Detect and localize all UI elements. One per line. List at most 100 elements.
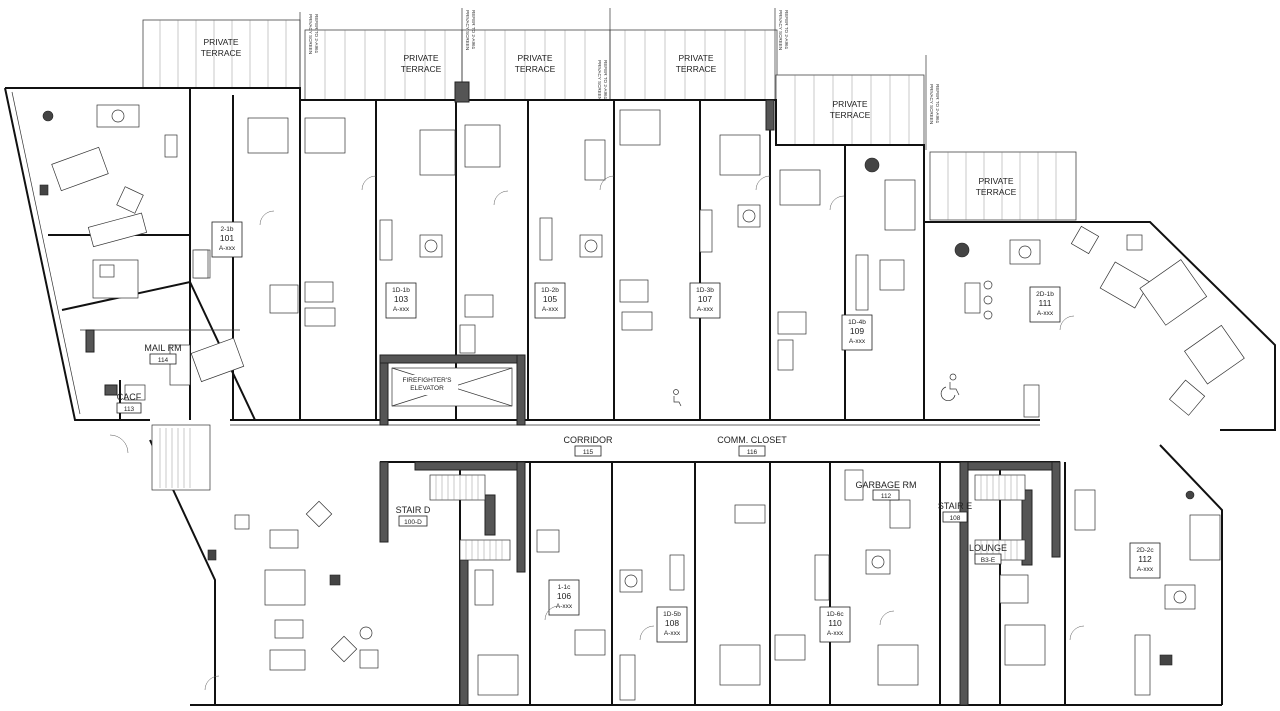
unit-tag-107: 1D-3b 107 A-xxx xyxy=(689,282,721,319)
terrace-label-5b: TERRACE xyxy=(830,110,871,120)
room-number: 112 xyxy=(881,493,892,500)
unit-tag-101: 2-1b 101 A-xxx xyxy=(211,221,243,258)
building-walls xyxy=(4,87,1276,706)
privacy-screen-5a: PRIVACY SCREEN xyxy=(929,84,934,124)
room-number: 114 xyxy=(158,357,169,364)
room-name: GARBAGE RM xyxy=(855,480,916,490)
unit-number: 110 xyxy=(828,618,842,628)
unit-tag-111: 2D-1b 111 A-xxx xyxy=(1029,286,1061,323)
unit-tag-103: 1D-1b 103 A-xxx xyxy=(385,282,417,319)
privacy-screen-4b: REFER TO 2-A961 xyxy=(784,10,789,50)
terrace-1: PRIVATE TERRACE xyxy=(142,19,301,89)
room-tag-comm: COMM. CLOSET 116 xyxy=(717,435,787,457)
unit-tags: 2-1b 101 A-xxx 1D-1b 103 A-xxx 1D-2b 105… xyxy=(211,221,1161,643)
unit-tag-106: 1-1c 106 A-xxx xyxy=(548,579,580,616)
room-number: 113 xyxy=(124,406,135,413)
unit-ref: A-xxx xyxy=(697,306,714,313)
accessible-icon xyxy=(673,373,960,407)
elevator-label-2: ELEVATOR xyxy=(410,385,444,392)
unit-type: 2-1b xyxy=(220,226,233,233)
unit-ref: A-xxx xyxy=(1137,566,1154,573)
room-name: CACF xyxy=(117,392,142,402)
stair-e xyxy=(974,474,1026,561)
room-name: LOUNGE xyxy=(969,543,1007,553)
privacy-screen-4a: PRIVACY SCREEN xyxy=(778,10,783,50)
unit-tag-112: 2D-2c 112 A-xxx xyxy=(1129,542,1161,579)
room-tag-corridor: CORRIDOR 115 xyxy=(564,435,613,457)
room-tag-garbage: GARBAGE RM 112 xyxy=(855,480,917,501)
unit-ref: A-xxx xyxy=(827,630,844,637)
privacy-screen-1b: REFER TO 2-A961 xyxy=(314,14,319,54)
room-tag-stair-e: STAIR E 108 xyxy=(938,501,972,523)
unit-number: 108 xyxy=(665,618,679,628)
unit-type: 2D-1b xyxy=(1036,291,1054,298)
privacy-screen-3a: PRIVACY SCREEN xyxy=(597,60,602,100)
terrace-label-1b: TERRACE xyxy=(201,48,242,58)
unit-ref: A-xxx xyxy=(849,338,866,345)
privacy-screen-1a: PRIVACY SCREEN xyxy=(308,14,313,54)
terrace-label-6a: PRIVATE xyxy=(978,176,1013,186)
terrace-label-3a: PRIVATE xyxy=(517,53,552,63)
west-stair xyxy=(151,424,211,491)
unit-ref: A-xxx xyxy=(393,306,410,313)
terrace-label-5a: PRIVATE xyxy=(832,99,867,109)
unit-number: 101 xyxy=(220,233,234,243)
unit-ref: A-xxx xyxy=(556,603,573,610)
unit-number: 109 xyxy=(850,326,864,336)
privacy-screen-2a: PRIVACY SCREEN xyxy=(465,10,470,50)
unit-tag-109: 1D-4b 109 A-xxx xyxy=(841,314,873,351)
terrace-label-2a: PRIVATE xyxy=(403,53,438,63)
furniture xyxy=(39,104,1245,701)
room-name: MAIL RM xyxy=(144,343,181,353)
door-swings xyxy=(109,175,1085,691)
unit-number: 103 xyxy=(394,294,408,304)
room-name: STAIR E xyxy=(938,501,972,511)
unit-number: 111 xyxy=(1039,298,1052,308)
terrace-label-4b: TERRACE xyxy=(676,64,717,74)
privacy-screen-3b: REFER TO 2-A961 xyxy=(603,60,608,100)
room-tag-stair-d: STAIR D 100-D xyxy=(396,505,431,527)
terrace-label-4a: PRIVATE xyxy=(678,53,713,63)
room-number: 108 xyxy=(950,515,961,522)
unit-type: 1D-1b xyxy=(392,287,410,294)
terrace-label-6b: TERRACE xyxy=(976,187,1017,197)
terrace-2: PRIVATE TERRACE PRIVATE TERRACE PRIVATE … xyxy=(304,29,778,101)
room-number: 116 xyxy=(747,449,758,456)
room-tags: MAIL RM 114 CACF 113 CORRIDOR 115 COMM. … xyxy=(116,343,1007,565)
unit-type: 2D-2c xyxy=(1136,547,1154,554)
unit-ref: A-xxx xyxy=(219,245,236,252)
room-name: CORRIDOR xyxy=(564,435,613,445)
terrace-label-2b: TERRACE xyxy=(401,64,442,74)
room-tag-lounge: LOUNGE B3-E xyxy=(969,543,1007,565)
unit-ref: A-xxx xyxy=(664,630,681,637)
privacy-screen-callouts: PRIVACY SCREEN REFER TO 2-A961 PRIVACY S… xyxy=(299,8,940,150)
room-name: STAIR D xyxy=(396,505,431,515)
privacy-screen-5b: REFER TO 2-A961 xyxy=(935,84,940,124)
room-name: COMM. CLOSET xyxy=(717,435,787,445)
room-number: B3-E xyxy=(981,557,996,564)
unit-type: 1D-5b xyxy=(663,611,681,618)
unit-number: 112 xyxy=(1138,554,1152,564)
privacy-screen-2b: REFER TO 2-A961 xyxy=(471,10,476,50)
room-tag-mail: MAIL RM 114 xyxy=(144,343,182,365)
unit-ref: A-xxx xyxy=(1037,310,1054,317)
terraces: PRIVATE TERRACE PRIVATE TERRACE xyxy=(142,19,1077,221)
stair-d xyxy=(429,474,511,561)
unit-number: 105 xyxy=(543,294,557,304)
terrace-label-3b: TERRACE xyxy=(515,64,556,74)
room-number: 115 xyxy=(583,449,594,456)
unit-type: 1D-2b xyxy=(541,287,559,294)
unit-type: 1D-6c xyxy=(826,611,844,618)
room-tag-cacf: CACF 113 xyxy=(116,392,142,414)
unit-tag-105: 1D-2b 105 A-xxx xyxy=(534,282,566,319)
terrace-6: PRIVATE TERRACE xyxy=(929,151,1077,221)
terrace-5: PRIVATE TERRACE xyxy=(775,74,925,146)
terrace-label-1a: PRIVATE xyxy=(203,37,238,47)
core-walls xyxy=(85,81,1061,706)
unit-ref: A-xxx xyxy=(542,306,559,313)
unit-number: 106 xyxy=(557,591,571,601)
unit-type: 1D-3b xyxy=(696,287,714,294)
room-number: 100-D xyxy=(404,519,422,526)
unit-type: 1-1c xyxy=(558,584,571,591)
